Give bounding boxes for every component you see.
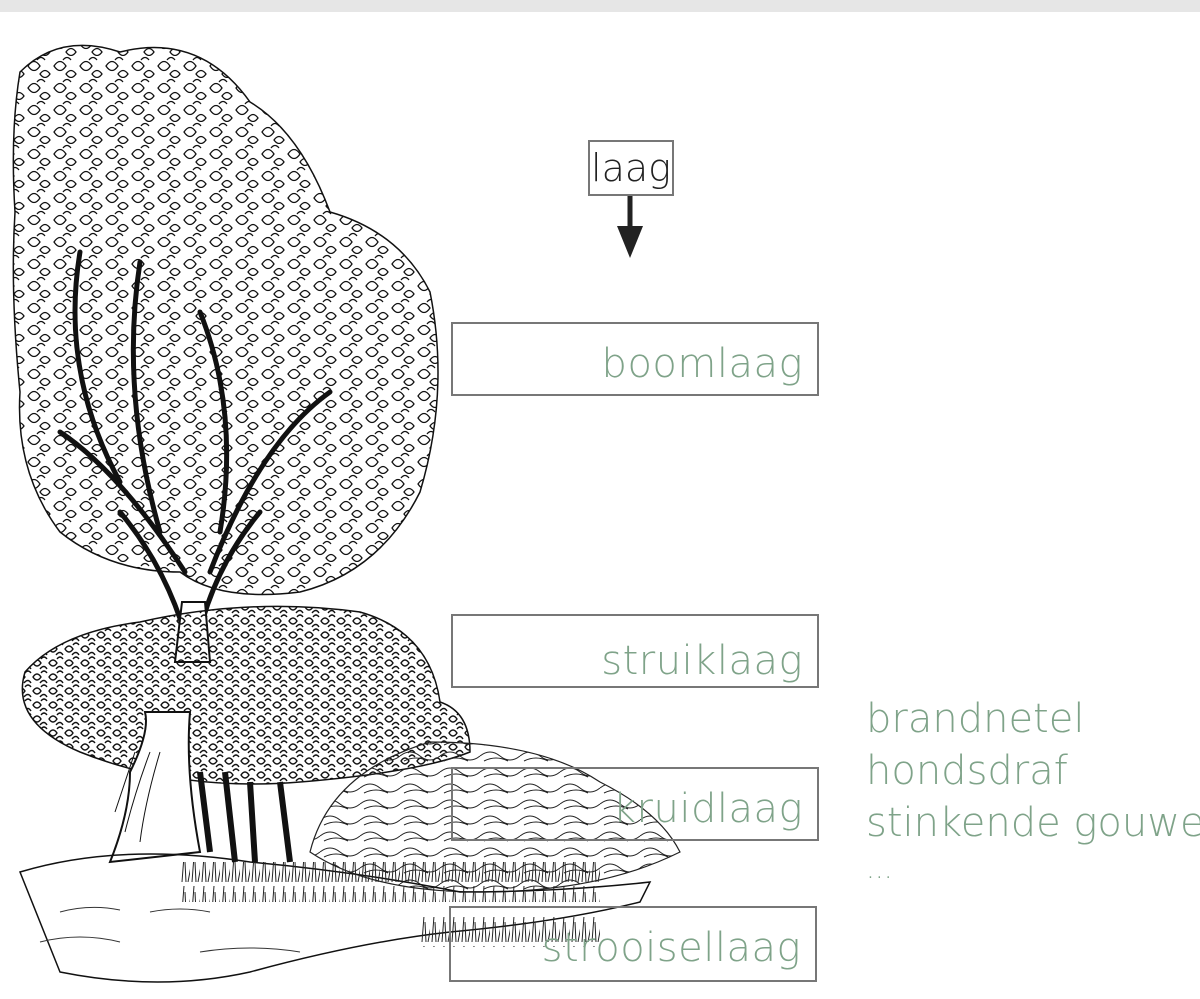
layer-label-boomlaag: boomlaag bbox=[451, 322, 819, 396]
species-item: hondsdraf bbox=[866, 745, 1196, 797]
species-item: brandnetel bbox=[866, 693, 1196, 745]
species-item: stinkende gouwe bbox=[866, 797, 1196, 849]
down-arrow-icon bbox=[615, 196, 645, 260]
top-bar bbox=[0, 0, 1200, 12]
layer-label-struiklaag: struiklaag bbox=[451, 614, 819, 688]
layer-label-kruidlaag: kruidlaag bbox=[451, 767, 819, 841]
herb-species-list: brandnetel hondsdraf stinkende gouwe ... bbox=[866, 693, 1196, 901]
species-more-ellipsis: ... bbox=[866, 849, 1196, 901]
layer-header-label: laag bbox=[588, 140, 674, 196]
layer-label-strooisellaag: strooisellaag bbox=[449, 906, 817, 982]
